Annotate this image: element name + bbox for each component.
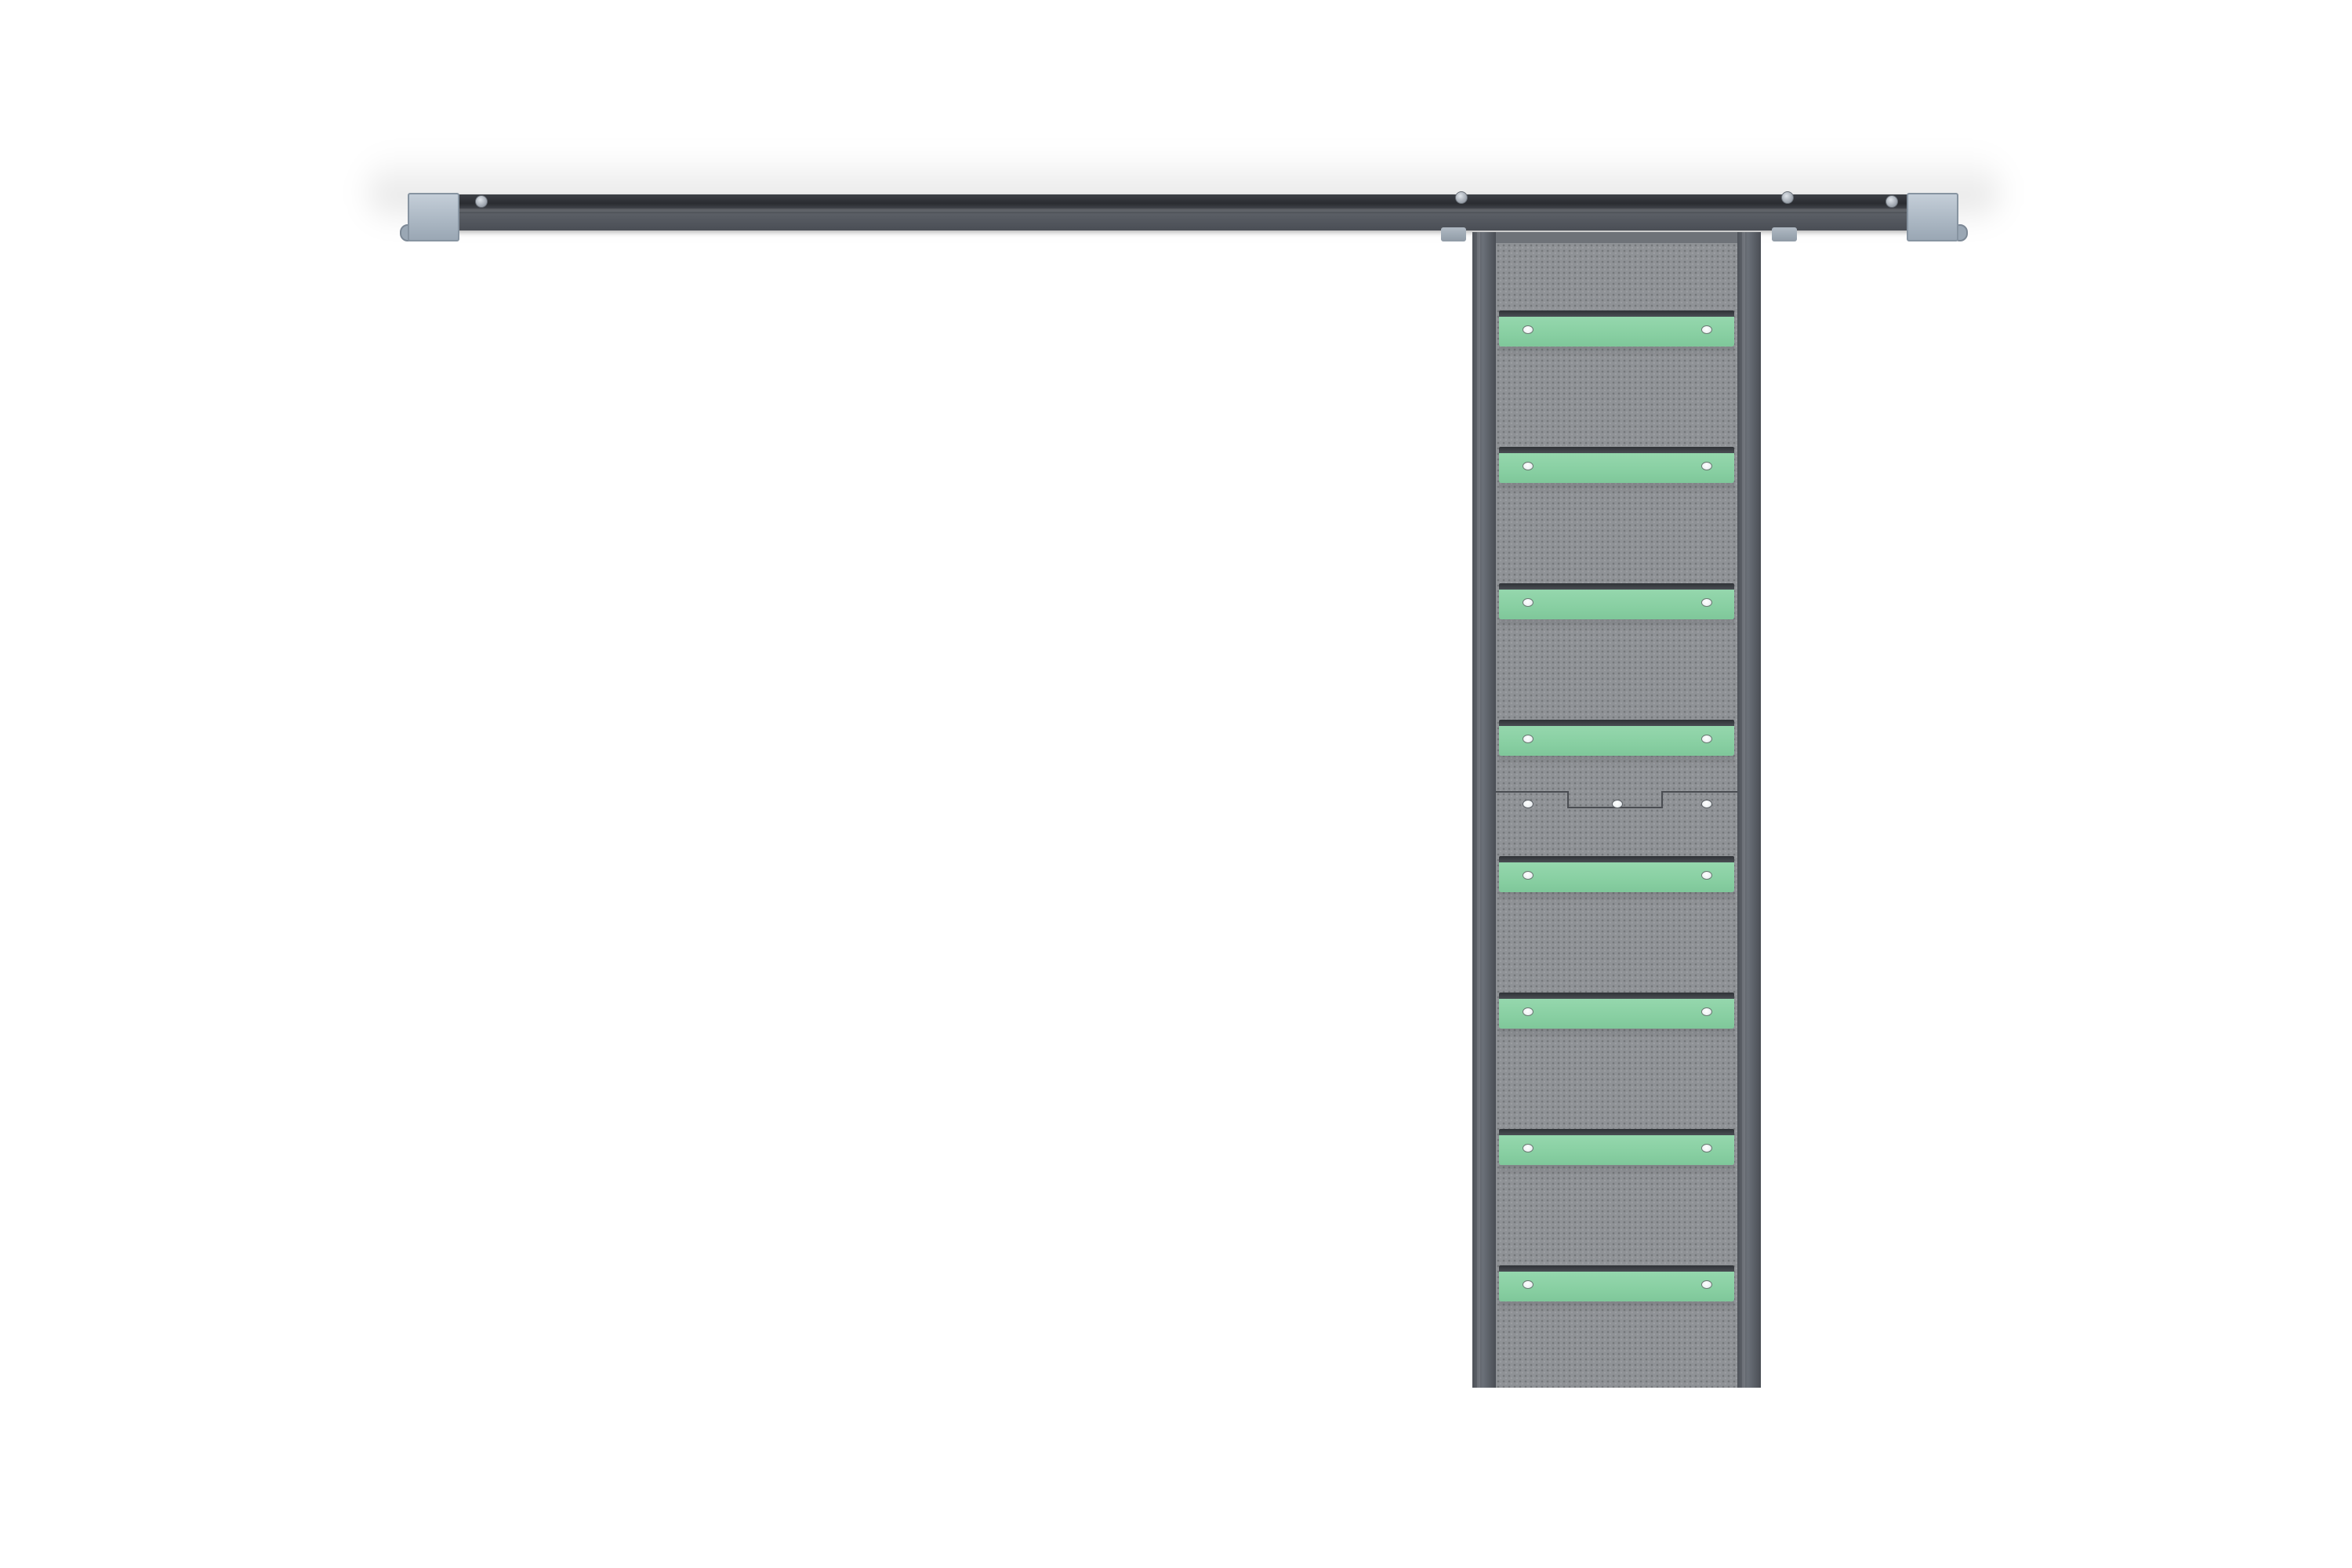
panel-joint (1496, 790, 1737, 814)
rail-bolt (1886, 195, 1898, 208)
step-shadow (1499, 1029, 1734, 1040)
step-lip (1499, 1265, 1734, 1272)
step-lip (1499, 310, 1734, 317)
left-hanger-bracket (1441, 227, 1466, 241)
step-shadow (1499, 619, 1734, 630)
step-face (1499, 453, 1734, 483)
left-stile (1472, 232, 1496, 1388)
step-face (1499, 862, 1734, 892)
ladder-step (1499, 1129, 1734, 1176)
ladder-top-plate (1496, 232, 1737, 243)
step-screw (1523, 1144, 1534, 1152)
step-lip (1499, 447, 1734, 453)
ladder-step (1499, 310, 1734, 358)
joint-screw (1701, 800, 1712, 808)
right-stile (1737, 232, 1761, 1388)
right-hanger-bracket (1772, 227, 1797, 241)
ladder-step (1499, 720, 1734, 767)
ladder-panel (1496, 232, 1737, 1388)
step-lip (1499, 720, 1734, 726)
ladder-step (1499, 583, 1734, 630)
step-screw (1523, 871, 1534, 880)
step-face (1499, 1135, 1734, 1165)
horizontal-rail (451, 194, 1917, 230)
ladder-step (1499, 993, 1734, 1040)
step-shadow (1499, 1165, 1734, 1176)
joint-screw (1523, 800, 1534, 808)
rail-bolt (475, 195, 488, 208)
step-shadow (1499, 483, 1734, 494)
step-lip (1499, 993, 1734, 999)
right-end-cap (1907, 193, 1958, 241)
step-lip (1499, 856, 1734, 862)
step-face (1499, 1272, 1734, 1301)
step-screw (1701, 325, 1712, 334)
step-lip (1499, 583, 1734, 590)
step-screw (1523, 1007, 1534, 1016)
step-screw (1701, 598, 1712, 607)
rail-bolt (1455, 191, 1468, 204)
step-screw (1701, 871, 1712, 880)
step-screw (1701, 1144, 1712, 1152)
step-screw (1701, 462, 1712, 470)
ladder-step (1499, 1265, 1734, 1312)
step-shadow (1499, 347, 1734, 358)
rail-bolt (1781, 191, 1794, 204)
step-face (1499, 726, 1734, 756)
step-screw (1523, 735, 1534, 743)
ladder-step (1499, 447, 1734, 494)
step-shadow (1499, 1301, 1734, 1312)
step-lip (1499, 1129, 1734, 1135)
step-shadow (1499, 892, 1734, 903)
step-screw (1523, 462, 1534, 470)
step-shadow (1499, 756, 1734, 767)
step-screw (1523, 1280, 1534, 1289)
step-face (1499, 317, 1734, 347)
ladder-step (1499, 856, 1734, 903)
step-screw (1701, 1007, 1712, 1016)
step-screw (1701, 735, 1712, 743)
stile-edge (1742, 232, 1745, 1388)
step-screw (1701, 1280, 1712, 1289)
stile-edge (1477, 232, 1480, 1388)
step-face (1499, 590, 1734, 619)
joint-screw (1612, 800, 1623, 808)
left-end-cap (408, 193, 459, 241)
step-screw (1523, 598, 1534, 607)
hanging-ladder (1472, 232, 1761, 1388)
step-screw (1523, 325, 1534, 334)
rail-highlight (451, 209, 1917, 212)
step-face (1499, 999, 1734, 1029)
